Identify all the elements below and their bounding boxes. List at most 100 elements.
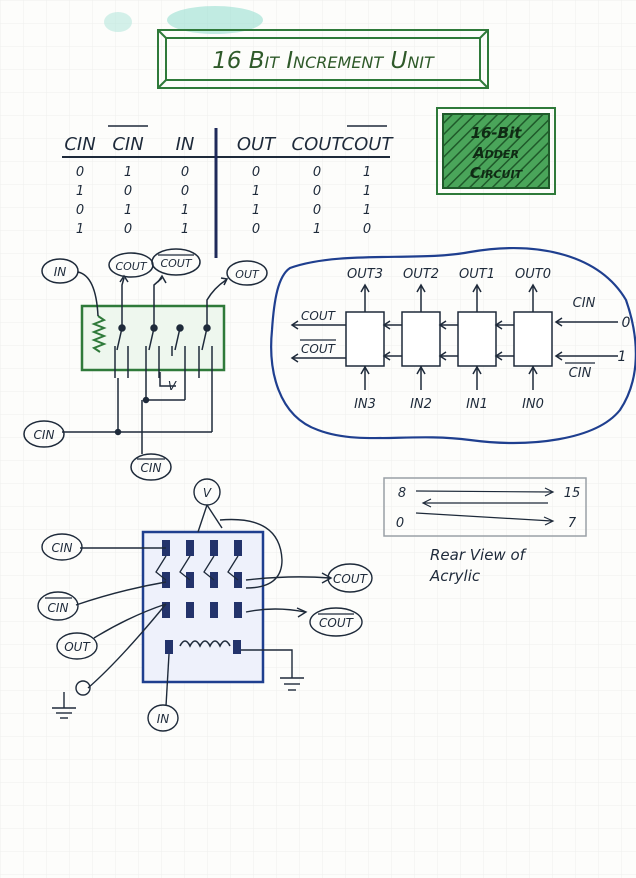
- ink-smudge: [167, 6, 263, 34]
- out-bubble: [226, 260, 268, 286]
- truth-table-cell: 0: [363, 222, 371, 237]
- relay-schematic-labels: IN COUT COUT OUT V CIN CIN: [34, 254, 260, 475]
- arrow-left: [494, 320, 503, 330]
- chain-cin-label: CIN: [573, 296, 596, 311]
- pin: [210, 602, 218, 618]
- relay-cout-bar-label: COUT: [160, 257, 192, 270]
- chain-cout-bar-label: COUT: [301, 342, 337, 356]
- ink-smudge-small: [104, 12, 132, 32]
- wiring-cout-bubble: [327, 563, 373, 593]
- adder-chain-diagram: COUT COUT CIN CIN 0 1 OUT3IN3OUT2IN2OUT1…: [270, 247, 636, 445]
- truth-table-cell: 1: [124, 203, 132, 218]
- truth-table-cell: 0: [181, 165, 189, 180]
- arrow-left: [382, 320, 391, 330]
- adder-box-line-3: Circuit: [470, 164, 524, 182]
- truth-table-cell: 1: [363, 203, 371, 218]
- wiring-cout-bar-label: COUT: [319, 616, 355, 630]
- switch-arm: [203, 555, 215, 581]
- relay-in-label: IN: [54, 265, 67, 279]
- truth-table-cell: 1: [252, 184, 260, 199]
- truth-table-header-1: CIN: [112, 134, 143, 155]
- relay-contacts: [114, 324, 213, 356]
- chain-cout-label: COUT: [301, 309, 337, 323]
- pin: [234, 602, 242, 618]
- truth-table-cell: 0: [76, 203, 84, 218]
- adder-output-label: OUT1: [459, 267, 495, 282]
- wiring-cin-bubble: [41, 533, 83, 561]
- arrow-left: [438, 320, 447, 330]
- rear-top-right: 15: [564, 486, 581, 501]
- truth-table-cell: 0: [313, 165, 321, 180]
- wiring-out-label: OUT: [64, 640, 91, 654]
- wiring-coil: [179, 640, 231, 648]
- arrow-left: [494, 351, 503, 361]
- truth-table-header-3: OUT: [237, 134, 277, 155]
- wiring-cin-bar-bubble: [37, 591, 79, 621]
- cout-bar-bubble: [151, 248, 201, 276]
- wiring-board: [141, 530, 265, 684]
- arrow-up: [416, 365, 426, 375]
- truth-table-cell: 1: [252, 203, 260, 218]
- adder-box-line-2: Adder: [472, 144, 519, 162]
- truth-table-cell: 0: [76, 165, 84, 180]
- cout-wire: [121, 277, 125, 325]
- truth-table-cell: 1: [76, 184, 84, 199]
- adder-input-label: IN1: [466, 397, 488, 412]
- pin: [162, 602, 170, 618]
- wiring-pins: [155, 540, 242, 618]
- adder-output-label: OUT3: [347, 267, 383, 282]
- adder-circuit-box: 16-Bit Adder Circuit: [436, 107, 556, 195]
- arrow-up: [472, 283, 482, 293]
- relay-schematic: [23, 248, 268, 481]
- blue-enclosure: [270, 247, 636, 445]
- truth-table-cell: 1: [181, 222, 189, 237]
- wiring-out-bubble: [56, 632, 98, 660]
- chain-cin-value: 0: [622, 315, 631, 331]
- rear-bottom-right: 7: [568, 516, 577, 531]
- chain-cin-bar-value: 1: [618, 349, 627, 365]
- truth-table-cell: 0: [313, 184, 321, 199]
- truth-table-cell: 1: [363, 165, 371, 180]
- coil-terminal-right: [233, 640, 241, 654]
- page-title: 16 Bit Increment Unit: [212, 48, 435, 74]
- truth-table-cell: 1: [181, 203, 189, 218]
- wiring-v-bubble: [193, 478, 221, 506]
- adder-output-label: OUT2: [403, 267, 439, 282]
- truth-table-header-5: COUT: [342, 134, 395, 155]
- title-banner: 16 Bit Increment Unit: [157, 29, 489, 89]
- adder-output-label: OUT0: [515, 267, 551, 282]
- pin: [186, 602, 194, 618]
- truth-table-cell: 0: [124, 184, 132, 199]
- arrow-up: [360, 283, 370, 293]
- truth-table-header-4: COUT: [292, 134, 345, 155]
- arrow-up: [472, 365, 482, 375]
- wiring-cin-bar-label: CIN: [48, 601, 69, 615]
- rear-caption-line-2: Acrylic: [429, 567, 481, 585]
- switch-arm: [227, 555, 239, 581]
- wiring-v-label: V: [203, 486, 212, 500]
- switch-arm: [179, 555, 191, 581]
- in-bubble: [41, 258, 79, 284]
- coil-terminal-left: [165, 640, 173, 654]
- relay-coil: [91, 315, 107, 353]
- relay-out-label: OUT: [235, 268, 260, 281]
- wiring-cout-bar-bubble: [309, 607, 363, 637]
- adder-cell-2: [457, 311, 497, 367]
- adder-input-label: IN2: [410, 397, 432, 412]
- truth-table-header-0: CIN: [64, 134, 95, 155]
- truth-table-cell: 0: [124, 222, 132, 237]
- adder-cell-1: [401, 311, 441, 367]
- truth-table-cell: 1: [76, 222, 84, 237]
- relay-cin-bar-label: CIN: [141, 461, 162, 475]
- ground-terminal: [75, 680, 91, 696]
- pin: [186, 540, 194, 556]
- rear-bottom-left: 0: [396, 516, 404, 531]
- in-wire: [77, 271, 99, 317]
- wiring-in-bubble: [147, 704, 179, 732]
- rear-top-left: 8: [398, 486, 406, 501]
- switch-arm: [155, 555, 167, 581]
- adder-cell-0: [345, 311, 385, 367]
- cin-bubble: [23, 420, 65, 448]
